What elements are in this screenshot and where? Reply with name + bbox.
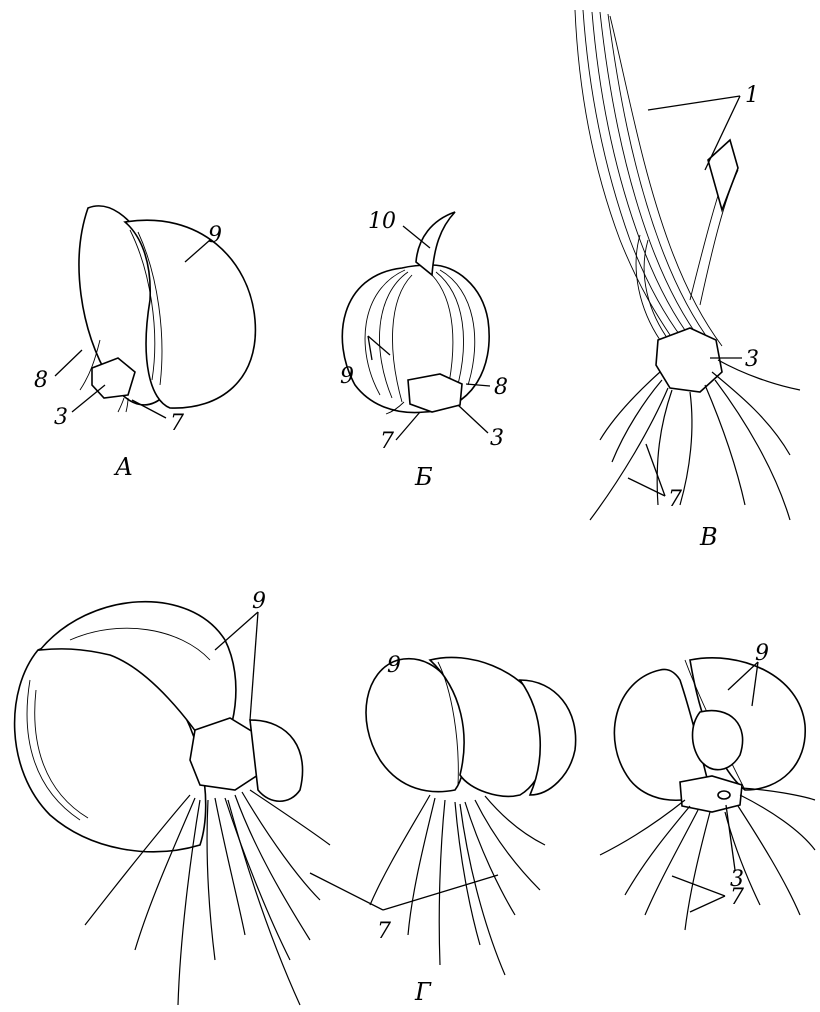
label-a-3: 3 <box>54 405 68 430</box>
label-a-7: 7 <box>170 411 184 436</box>
panel-v-letter: В <box>699 523 718 551</box>
label-g-7-right: 7 <box>730 885 744 910</box>
label-b-9: 9 <box>340 364 354 389</box>
label-b-7: 7 <box>380 429 394 454</box>
label-b-8: 8 <box>494 375 508 400</box>
panel-a-drawing <box>79 206 255 412</box>
label-g-7-bottom: 7 <box>377 919 391 944</box>
label-g-9-middle: 9 <box>387 653 401 678</box>
label-a-8: 8 <box>34 368 48 393</box>
label-v-3: 3 <box>745 347 759 372</box>
panel-v-drawing <box>575 10 800 520</box>
label-v-1: 1 <box>745 83 759 108</box>
panel-g-letter: Г <box>414 978 432 1006</box>
label-b-3: 3 <box>490 426 504 451</box>
panel-a-letter: А <box>113 453 133 481</box>
panel-b-letter: Б <box>414 463 433 491</box>
label-g-9-left: 9 <box>252 589 266 614</box>
panel-g-middle-drawing <box>366 657 576 975</box>
label-g-9-right: 9 <box>755 641 769 666</box>
label-v-7: 7 <box>668 487 682 512</box>
label-b-10: 10 <box>368 209 396 234</box>
panel-g-left-drawing <box>15 602 330 1005</box>
label-a-9: 9 <box>208 223 222 248</box>
